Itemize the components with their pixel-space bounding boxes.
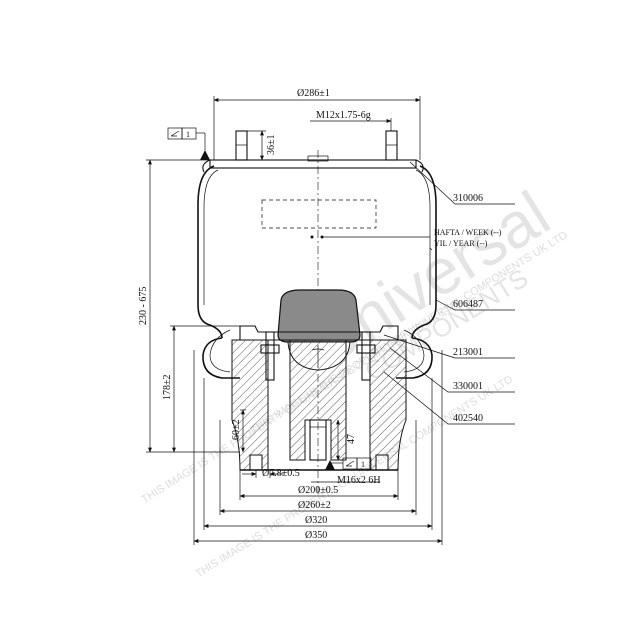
dim-d320: Ø320	[305, 515, 327, 526]
year-mark-label: YIL / YEAR (--)	[434, 239, 488, 248]
part-label-606487: 606487	[453, 299, 483, 310]
datum-flag-top	[167, 127, 210, 160]
datum-top-ref: 1	[186, 130, 190, 139]
dim-thread-top: M12x1.75-6g	[316, 110, 371, 121]
dim-top-diameter: Ø286±1	[297, 88, 330, 99]
top-plate	[202, 130, 424, 173]
dim-d260: Ø260±2	[298, 500, 331, 511]
stud-right	[385, 130, 398, 161]
date-mark-week	[310, 235, 314, 239]
part-label-402540: 402540	[453, 413, 483, 424]
piston	[231, 325, 407, 471]
dim-pin-height: 60±2	[231, 420, 242, 441]
part-label-310006: 310006	[453, 193, 483, 204]
dim-left	[146, 159, 340, 461]
dim-d200: Ø200±0.5	[298, 485, 338, 496]
datum-bottom-ref: 1	[361, 460, 365, 469]
bellow	[197, 165, 437, 379]
dim-overall-height: 230 - 675	[138, 287, 149, 325]
dim-bottom	[193, 350, 443, 545]
dim-stud-height: 36±1	[266, 135, 277, 156]
datum-flag-bottom	[325, 457, 372, 470]
label-area	[261, 199, 377, 229]
dim-pin-diameter: Ø7.8±0.5	[262, 468, 300, 479]
part-label-330001: 330001	[453, 381, 483, 392]
dim-thread-bottom: M16x2 6H	[337, 475, 381, 486]
part-label-213001: 213001	[453, 347, 483, 358]
week-mark-label: HAFTA / WEEK (--)	[434, 228, 502, 237]
stud-left	[235, 130, 248, 161]
dim-design-height: 178±2	[162, 375, 173, 401]
dim-d350: Ø350	[305, 530, 327, 541]
leaders	[322, 161, 515, 425]
dim-top	[213, 96, 421, 161]
dim-hole-depth: 47	[346, 434, 357, 444]
